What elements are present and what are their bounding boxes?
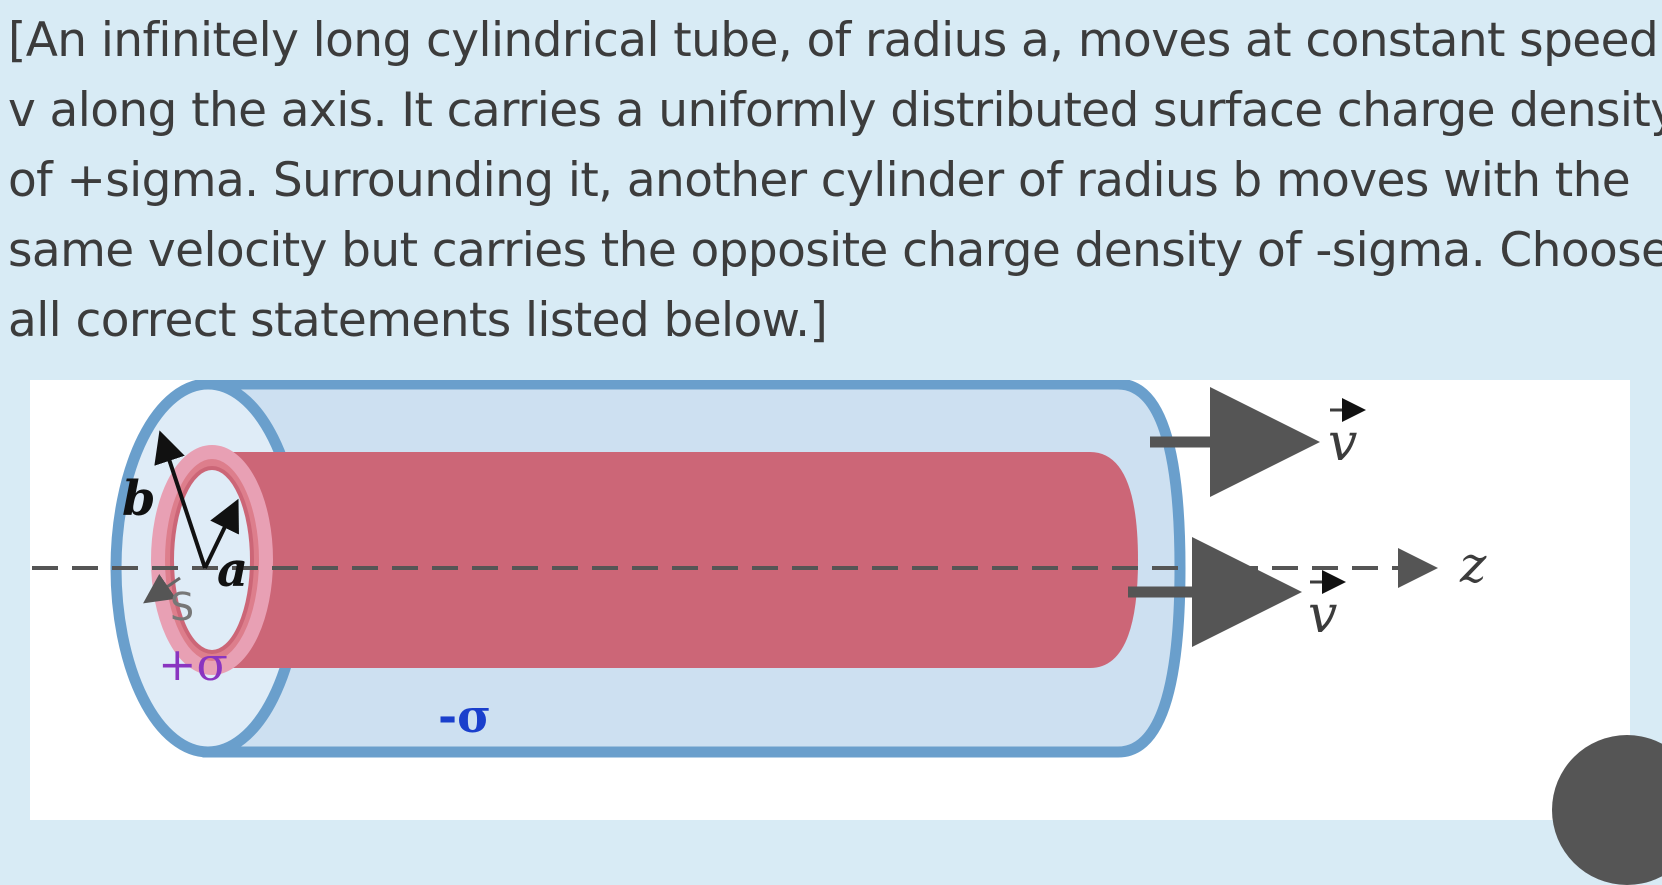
surface-element-arrow [143,574,181,604]
label-s: S [170,585,194,629]
inner-cylinder [212,452,1138,668]
label-v-top: v [1328,413,1357,473]
question-line: v along the axis. It carries a uniformly… [8,83,1662,138]
question-line: same velocity but carries the opposite c… [8,223,1662,278]
cylinder-figure: b a S +σ -σ z v v [30,380,1630,820]
label-a: a [217,542,248,598]
radius-a-arrow [203,498,239,569]
cylinder-diagram: b a S +σ -σ z v v [32,380,1487,758]
label-b: b [122,471,156,527]
radius-b-arrow [154,430,207,569]
label-plus-sigma: +σ [158,637,228,691]
question-line: of +sigma. Surrounding it, another cylin… [8,153,1631,208]
question-line: [An infinitely long cylindrical tube, of… [8,13,1659,68]
question-line: all correct statements listed below.] [8,293,828,348]
label-minus-sigma: -σ [438,689,491,743]
label-v-bottom: v [1308,585,1337,645]
label-z: z [1459,536,1487,594]
question-text: [An infinitely long cylindrical tube, of… [8,6,1662,356]
